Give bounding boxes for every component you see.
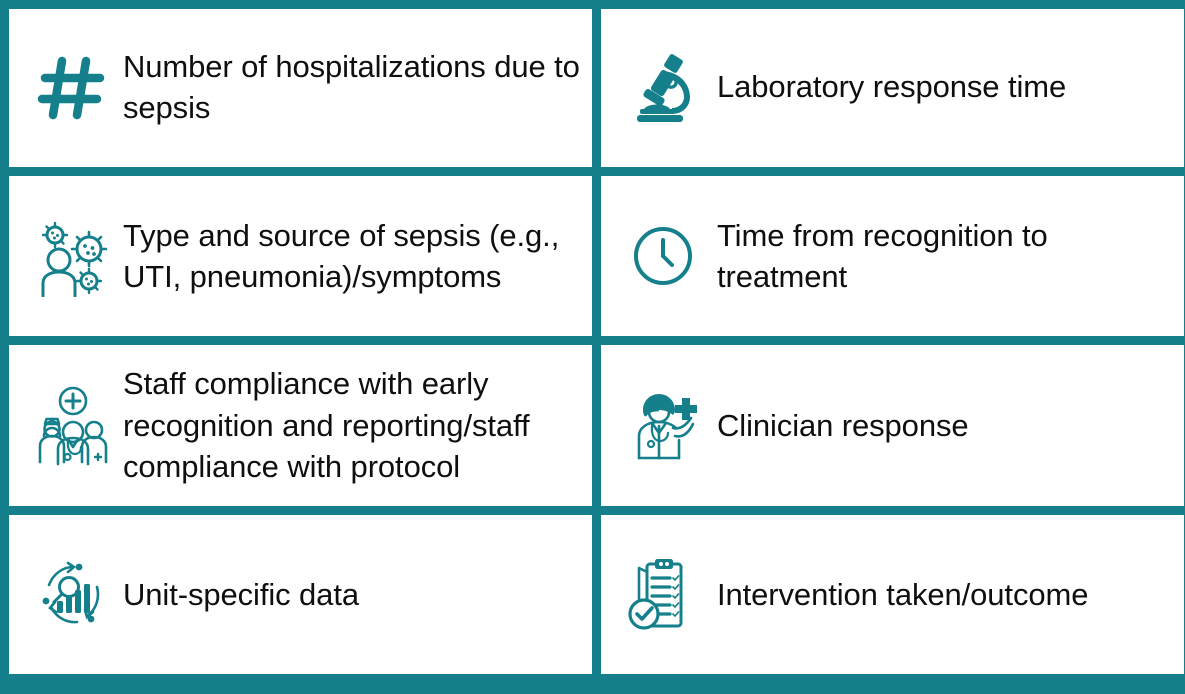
medical-staff-team-icon <box>27 384 119 468</box>
metrics-grid: Number of hospitalizations due to sepsis <box>9 9 1184 685</box>
clipboard-checklist-icon <box>619 556 707 634</box>
metric-cell-staff-compliance[interactable]: Staff compliance with early recognition … <box>9 345 592 506</box>
metric-cell-number-of-hospitalizations[interactable]: Number of hospitalizations due to sepsis <box>9 9 592 167</box>
hash-icon <box>27 51 119 125</box>
metric-label: Staff compliance with early recognition … <box>123 366 530 485</box>
metric-cell-type-and-source-of-sepsis[interactable]: Type and source of sepsis (e.g., UTI, pn… <box>9 176 592 336</box>
metric-label: Unit-specific data <box>123 576 359 612</box>
metric-label: Type and source of sepsis (e.g., UTI, pn… <box>123 217 560 294</box>
metric-label: Time from recognition to treatment <box>717 217 1048 294</box>
data-analytics-icon <box>27 557 119 633</box>
metric-cell-time-from-recognition-to-treatment[interactable]: Time from recognition to treatment <box>601 176 1184 336</box>
metric-cell-clinician-response[interactable]: Clinician response <box>601 345 1184 506</box>
metric-cell-laboratory-response-time[interactable]: Laboratory response time <box>601 9 1184 167</box>
clock-icon <box>619 223 707 289</box>
person-with-germs-icon <box>27 215 119 297</box>
clinician-icon <box>619 388 707 464</box>
metric-label: Clinician response <box>717 407 969 443</box>
metric-cell-intervention-taken-outcome[interactable]: Intervention taken/outcome <box>601 515 1184 674</box>
metric-label: Intervention taken/outcome <box>717 576 1089 612</box>
metric-label: Laboratory response time <box>717 69 1067 105</box>
metric-cell-unit-specific-data[interactable]: Unit-specific data <box>9 515 592 674</box>
microscope-icon <box>619 53 707 123</box>
metric-label: Number of hospitalizations due to sepsis <box>123 48 580 125</box>
